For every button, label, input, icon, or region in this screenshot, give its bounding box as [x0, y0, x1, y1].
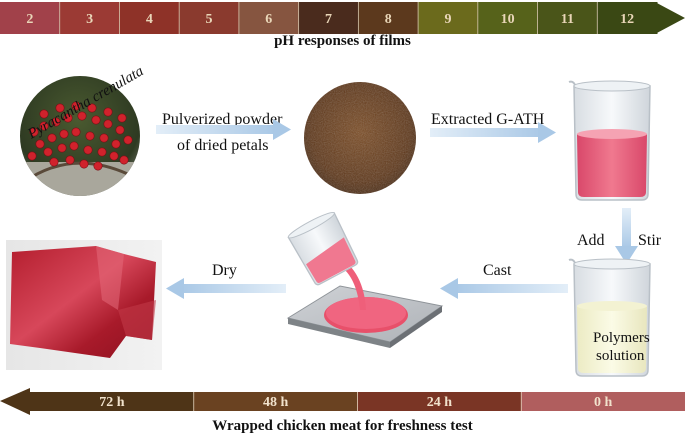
berry [86, 132, 94, 140]
berry [104, 120, 112, 128]
berry [94, 162, 102, 170]
ph-value: 9 [444, 12, 451, 27]
berry [50, 158, 58, 166]
beaker-extract [566, 76, 658, 204]
berry [44, 148, 52, 156]
cast-arrow-icon [440, 277, 572, 303]
timeline-label: 72 h [99, 395, 125, 410]
berry [58, 144, 66, 152]
berry [112, 140, 120, 148]
plant-photo: Pyracantha crenulata [4, 52, 152, 202]
ph-title: pH responses of films [0, 33, 685, 50]
berry [116, 126, 124, 134]
ph-value: 5 [206, 12, 213, 27]
ph-value: 2 [26, 12, 33, 27]
timeline-label: 0 h [594, 395, 613, 410]
timeline-label: 48 h [263, 395, 289, 410]
berry [72, 128, 80, 136]
ph-value: 4 [146, 12, 153, 27]
berry [98, 148, 106, 156]
berry [28, 152, 36, 160]
berry [110, 152, 118, 160]
berry [36, 140, 44, 148]
powder-image [300, 78, 420, 198]
berry [100, 134, 108, 142]
ph-value: 12 [620, 12, 634, 27]
timeline: 72 h 48 h 24 h 0 h [0, 388, 685, 416]
berry [80, 160, 88, 168]
timeline-label: 24 h [427, 395, 453, 410]
ph-value: 7 [325, 12, 332, 27]
beaker2-label-line2: solution [596, 348, 644, 365]
berry [84, 146, 92, 154]
add-label: Add [577, 232, 605, 250]
casting-illustration [280, 210, 450, 370]
step1-arrow-icon [148, 118, 298, 144]
timeline-title: Wrapped chicken meat for freshness test [0, 418, 685, 435]
berry [48, 134, 56, 142]
berry [120, 156, 128, 164]
dry-arrow-icon [166, 277, 290, 303]
berry [60, 130, 68, 138]
berry [104, 108, 112, 116]
ph-value: 6 [265, 12, 272, 27]
ph-value: 11 [561, 12, 574, 27]
ph-arrow-head [655, 2, 685, 34]
berry [118, 114, 126, 122]
berry [124, 136, 132, 144]
ph-value: 3 [86, 12, 93, 27]
berry [92, 116, 100, 124]
step2-arrow-icon [424, 121, 564, 147]
berry [66, 156, 74, 164]
film-photo [6, 240, 162, 370]
berry [70, 142, 78, 150]
beaker2-label-line1: Polymers [593, 330, 650, 347]
stir-label: Stir [638, 232, 661, 250]
ph-value: 8 [385, 12, 392, 27]
ph-scale: 2 3 4 5 6 7 8 9 10 11 12 [0, 0, 685, 60]
timeline-arrow-head [0, 388, 30, 415]
ph-value: 10 [501, 12, 515, 27]
